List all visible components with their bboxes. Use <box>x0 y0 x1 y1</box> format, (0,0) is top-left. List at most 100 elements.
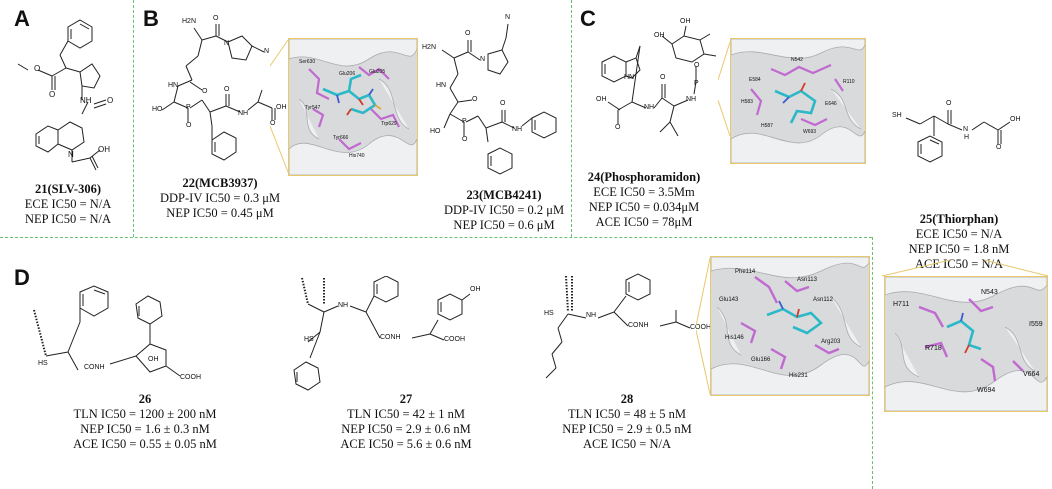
atom-hs: HS <box>304 336 314 343</box>
activity-line: ECE IC50 = 3.5Mm <box>593 185 695 199</box>
panel-letter-c: C <box>580 6 596 31</box>
atom-p: P <box>462 118 467 125</box>
structure-21: O O NH O N OH <box>8 10 132 178</box>
activity-line: NEP IC50 = 2.9 ± 0.6 nM <box>341 422 471 436</box>
atom-o: O <box>946 100 952 107</box>
atom-o: O <box>996 144 1002 151</box>
atom-oh: OH <box>1010 116 1021 123</box>
residue-label: Glu166 <box>751 357 771 363</box>
atom-nh: NH <box>238 110 249 117</box>
residue-label: Asn112 <box>813 297 833 303</box>
residue-label: E584 <box>749 77 761 83</box>
atom-sh: SH <box>892 112 902 119</box>
residue-label: N542 <box>791 57 803 63</box>
atom-n: N <box>480 56 486 63</box>
caption-23: 23(MCB4241) DDP-IV IC50 = 0.2 μM NEP IC5… <box>444 188 564 233</box>
atom-hs: HS <box>544 310 554 317</box>
atom-oh: OH <box>596 96 607 103</box>
compound-name: 24(Phosphoramidon) <box>587 170 701 184</box>
atom-o: O <box>49 90 56 99</box>
docking-image-c: N542 R110 E584 H583 E646 W693 H587 <box>730 38 866 164</box>
caption-27: 27 TLN IC50 = 42 ± 1 nM NEP IC50 = 2.9 ±… <box>336 392 476 452</box>
residue-label: Glu143 <box>719 297 739 303</box>
atom-hn: HN <box>624 74 635 81</box>
activity-line: ACE IC50 = 5.6 ± 0.6 nM <box>340 437 472 451</box>
residue-label: His740 <box>349 153 365 159</box>
residue-label: Glu206 <box>339 71 356 77</box>
atom-p: P <box>694 80 699 87</box>
atom-oh: OH <box>148 356 159 363</box>
activity-line: DDP-IV IC50 = 0.3 μM <box>160 191 281 205</box>
callout-25 <box>881 259 1049 277</box>
activity-line: ACE IC50 = N/A <box>915 257 1003 271</box>
structure-28: HS NH CONH COOH <box>538 272 718 382</box>
atom-nh: NH <box>586 312 597 319</box>
caption-24: 24(Phosphoramidon) ECE IC50 = 3.5Mm NEP … <box>584 170 704 230</box>
atom-hn: HN <box>436 82 447 89</box>
divider-top-bottom <box>0 237 872 238</box>
atom-n: N <box>963 126 969 133</box>
atom-nh: NH <box>512 126 523 133</box>
callout-28 <box>696 257 711 395</box>
atom-o: O <box>462 136 468 143</box>
atom-o: O <box>224 86 230 93</box>
atom-oh: OH <box>680 18 691 25</box>
activity-line: NEP IC50 = N/A <box>24 212 112 226</box>
residue-label: N543 <box>981 289 998 296</box>
docking-image-25: H711 N543 I559 R718 W694 V664 <box>884 276 1048 412</box>
panel-letter-d: D <box>14 265 30 290</box>
atom-conh: CONH <box>380 334 401 341</box>
atom-n: N <box>264 48 270 55</box>
residue-label: V664 <box>1023 371 1040 378</box>
callout-c <box>718 41 731 137</box>
atom-oh: OH <box>98 145 110 154</box>
activity-line: NEP IC50 = 1.6 ± 0.3 nM <box>80 422 210 436</box>
caption-21: 21(SLV-306) ECE IC50 = N/A NEP IC50 = N/… <box>18 182 118 227</box>
atom-o: O <box>186 122 192 129</box>
atom-oh: OH <box>276 104 287 111</box>
activity-line: TLN IC50 = 1200 ± 200 nM <box>73 407 217 421</box>
atom-n: N <box>68 150 74 159</box>
panel-letter-b: B <box>143 6 159 31</box>
structure-24: HN O OH NH O NH P O OH OH <box>582 18 722 172</box>
atom-o: O <box>615 124 621 131</box>
activity-line: ACE IC50 = 78μM <box>595 215 693 229</box>
panel-letter-a: A <box>14 6 30 31</box>
atom-h2n: H2N <box>422 44 437 51</box>
activity-line: NEP IC50 = 0.45 μM <box>166 206 274 220</box>
residue-label: Tyr666 <box>333 135 349 141</box>
caption-28: 28 TLN IC50 = 48 ± 5 nM NEP IC50 = 2.9 ±… <box>562 392 692 452</box>
residue-label: His146 <box>725 335 744 341</box>
atom-cooh: COOH <box>690 324 711 331</box>
atom-o: O <box>270 120 276 127</box>
structure-26: HS CONH OH COOH <box>24 276 234 388</box>
atom-cooh: COOH <box>180 374 201 381</box>
residue-label: I559 <box>1029 321 1043 328</box>
atom-o: O <box>694 62 700 69</box>
activity-line: ACE IC50 = N/A <box>583 437 671 451</box>
activity-line: ECE IC50 = N/A <box>24 197 112 211</box>
atom-oh: OH <box>654 32 665 39</box>
divider-a-b <box>133 0 134 237</box>
residue-label: E646 <box>825 101 837 107</box>
atom-h: H <box>964 134 970 141</box>
atom-o: O <box>500 100 506 107</box>
atom-n: N <box>224 40 230 47</box>
atom-n: N <box>505 14 511 21</box>
activity-line: NEP IC50 = 0.6 μM <box>453 218 555 232</box>
residue-label: R718 <box>925 345 942 352</box>
atom-p: P <box>186 104 191 111</box>
residue-label: Trp629 <box>381 121 397 127</box>
atom-cooh: COOH <box>444 336 465 343</box>
compound-name: 27 <box>399 392 413 406</box>
residue-label: R110 <box>843 79 855 85</box>
structure-23: H2N O N N O HN P HO O O NH <box>422 14 562 182</box>
atom-ho: HO <box>430 128 441 135</box>
activity-line: TLN IC50 = 48 ± 5 nM <box>567 407 687 421</box>
callout-b <box>270 39 289 173</box>
divider-b-c <box>571 0 572 237</box>
atom-o: O <box>213 15 219 22</box>
activity-line: TLN IC50 = 42 ± 1 nM <box>346 407 466 421</box>
activity-line: NEP IC50 = 0.034μM <box>588 200 700 214</box>
residue-label: Glu205 <box>369 69 386 75</box>
